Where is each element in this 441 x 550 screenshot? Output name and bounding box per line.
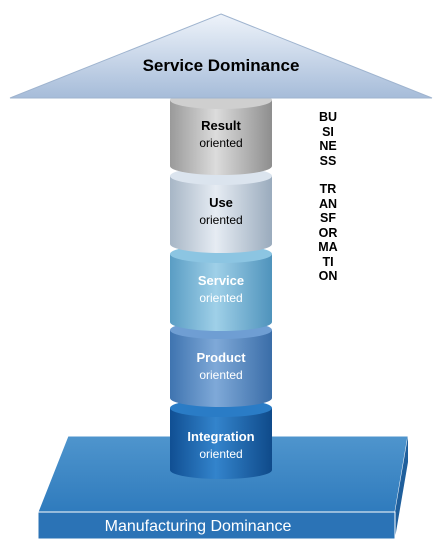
vertical-word-business: BUSINESS	[318, 110, 338, 168]
level-title: Use	[209, 195, 233, 210]
cylinder-use	[170, 167, 272, 253]
level-title: Service	[198, 273, 244, 288]
level-title: Product	[196, 350, 246, 365]
level-subtitle: oriented	[199, 291, 242, 305]
service-arrowhead	[9, 13, 433, 99]
cylinder-service	[170, 245, 272, 331]
vertical-word-transformation: TRANSFORMATION	[318, 182, 338, 283]
level-subtitle: oriented	[199, 447, 242, 461]
level-subtitle: oriented	[199, 368, 242, 382]
service-dominance-label: Service Dominance	[143, 56, 300, 75]
business-transformation-label: BUSINESS TRANSFORMATION	[318, 110, 338, 284]
manufacturing-dominance-label: Manufacturing Dominance	[105, 518, 292, 535]
cylinder-result	[170, 91, 272, 175]
level-subtitle: oriented	[199, 136, 242, 150]
level-subtitle: oriented	[199, 213, 242, 227]
level-title: Result	[201, 118, 241, 133]
level-title: Integration	[187, 429, 254, 444]
